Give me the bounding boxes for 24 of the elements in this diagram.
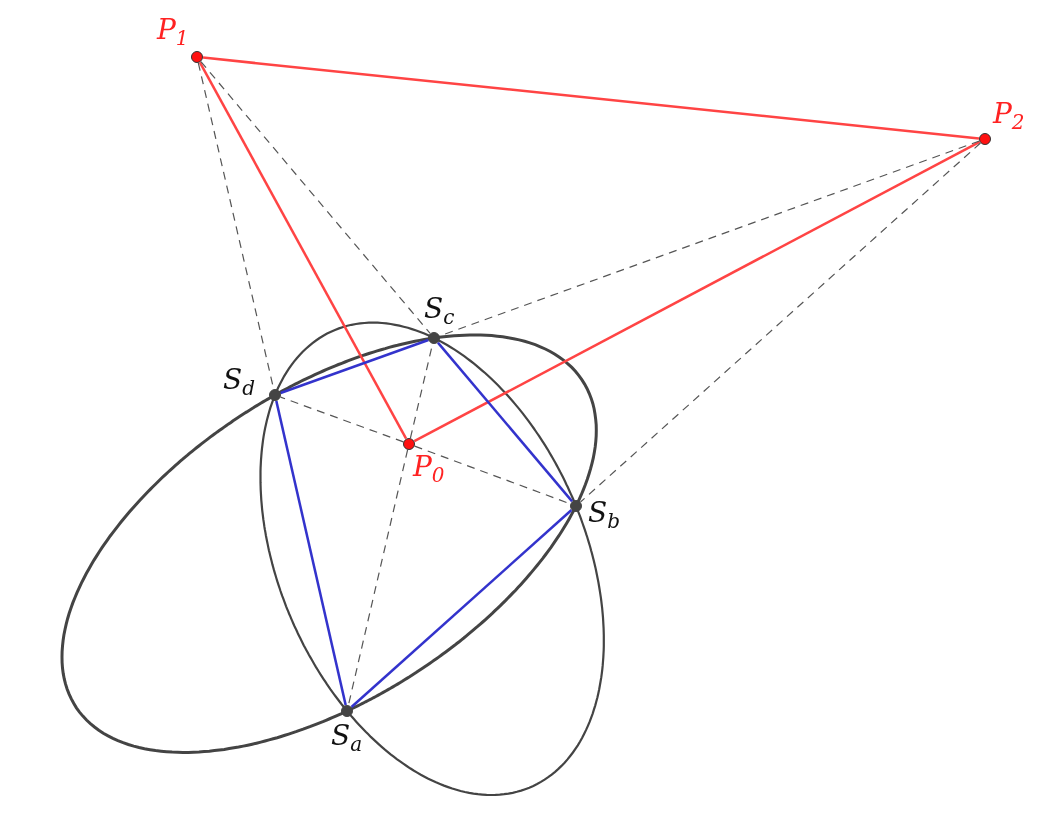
line-segment [436, 341, 574, 503]
dashed-line [347, 449, 409, 706]
point-label: P$_{1}$ [157, 15, 189, 52]
point-marker [428, 332, 440, 344]
dashed-line [200, 61, 431, 334]
point-marker [191, 51, 203, 63]
line-segment [280, 338, 429, 395]
point-marker [269, 389, 281, 401]
point-label: P$_{2}$ [993, 99, 1025, 136]
point-marker [979, 133, 991, 145]
point-label: S$_{d}$ [223, 365, 255, 402]
line-segment [202, 56, 980, 140]
dashed-line [280, 396, 404, 443]
point-label: S$_{a}$ [331, 721, 363, 758]
point-marker [570, 500, 582, 512]
point-label: S$_{b}$ [588, 498, 620, 535]
point-label: P$_{0}$ [413, 452, 445, 489]
line-segment [350, 509, 573, 708]
line-segment [275, 400, 347, 706]
line-segment [413, 140, 981, 443]
point-label: S$_{c}$ [424, 294, 455, 331]
line-segment [198, 61, 408, 440]
dashed-line [579, 142, 982, 503]
point-marker [403, 438, 415, 450]
